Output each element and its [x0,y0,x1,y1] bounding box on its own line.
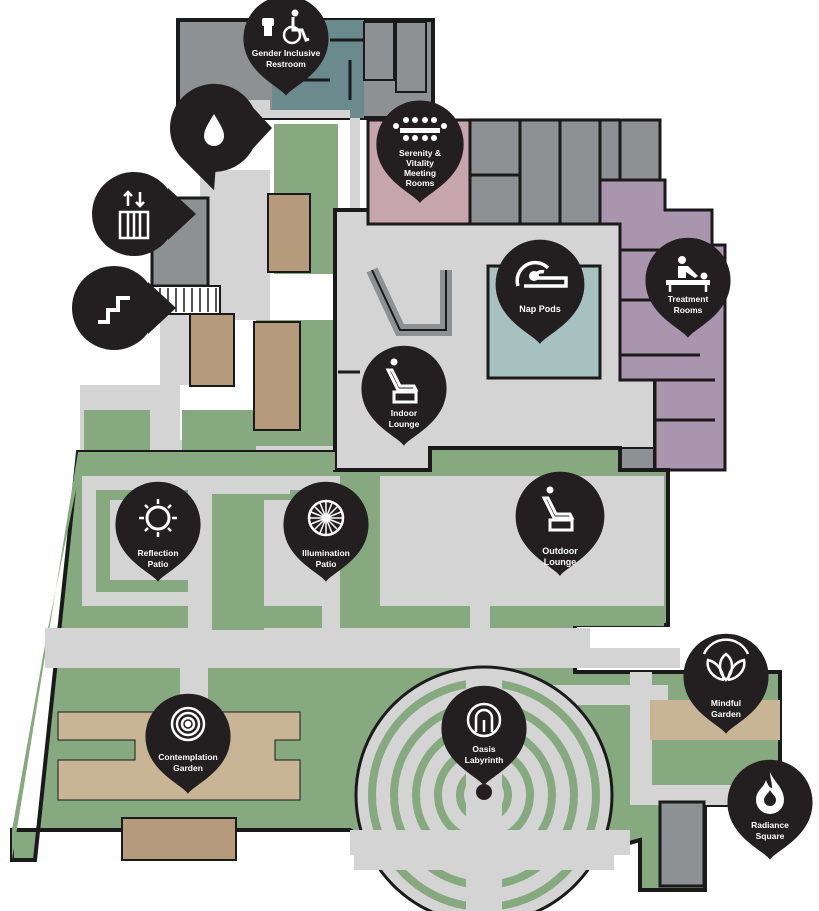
pin-label-line-2: Lounge [389,419,420,429]
pin-label-line-2: Lounge [544,557,577,567]
pin-label-line-1: Contemplation [158,752,218,762]
garden-bed [264,606,322,628]
pin-label-line-2: Garden [173,763,203,773]
garden-bed [490,606,664,626]
pin-water-station[interactable] [152,66,277,191]
pin-label-line-1: Serenity & [399,148,441,158]
radiant-sun-icon [307,499,345,537]
massage-icon [666,256,710,292]
pin-mindful-garden[interactable]: Mindful Garden [683,633,769,734]
pin-label-line-2: Patio [148,559,169,569]
pin-label-line-1: Oasis [472,744,495,754]
pin-label-line-2: Garden [711,709,741,719]
pin-label-line-1: Reflection [137,548,178,558]
meeting-table-icon [393,117,447,141]
pin-label-line-1: Indoor [391,408,418,418]
pin-radiance-square[interactable]: Radiance Square [727,759,813,860]
bench [267,193,311,273]
pin-illumination-patio[interactable]: Illumination Patio [283,481,369,582]
nap-pod-icon [515,260,568,288]
pin-indoor-lounge[interactable]: Indoor Lounge [361,345,447,446]
pin-meeting-rooms[interactable]: Serenity & Vitality Meeting Rooms [376,100,464,204]
pin-label-line-2: Rooms [674,305,703,315]
pin-stairs[interactable] [72,266,176,350]
labyrinth-icon [466,702,502,738]
garden-strip-center [182,410,256,450]
lotus-icon [702,638,750,682]
radiance-square-building [658,800,706,888]
bench [253,321,301,431]
water-drop-icon [204,114,224,146]
pin-contemplation-garden[interactable]: Contemplation Garden [145,693,231,794]
pin-label-line-3: Meeting [404,168,436,178]
pin-label-line-1: Nap Pods [519,304,561,314]
bench [121,817,237,861]
garden-bed [212,512,264,630]
pin-label-line-2: Square [756,831,785,841]
pin-treatment-rooms[interactable]: Treatment Rooms [645,237,731,338]
concentric-circles-icon [170,706,206,742]
flame-icon [756,772,784,814]
stairs-icon [98,296,130,324]
garden-strip-left [84,410,150,450]
pin-label-line-2: Patio [316,559,337,569]
pin-label-line-1: Gender Inclusive [252,48,321,58]
pin-gender-inclusive-restroom[interactable]: Gender Inclusive Restroom [243,0,329,96]
pin-label-line-2: Labyrinth [465,755,504,765]
pin-outdoor-lounge[interactable]: Outdoor Lounge [515,471,605,576]
elevator-icon [118,190,150,240]
garden-bed [430,606,470,628]
pin-elevator[interactable] [92,172,196,256]
pin-label-line-4: Rooms [406,178,435,188]
pin-label-line-1: Outdoor [542,546,578,556]
bench [189,313,235,387]
pin-nap-pods[interactable]: Nap Pods [495,239,585,344]
pin-label-line-1: Illumination [302,548,350,558]
pin-reflection-patio[interactable]: Reflection Patio [115,481,201,582]
pin-label-line-1: Radiance [751,820,789,830]
labyrinth [354,665,614,911]
pin-oasis-labyrinth[interactable]: Oasis Labyrinth [441,685,527,786]
pin-label-line-1: Mindful [711,698,741,708]
lounge-chair-icon [385,358,419,404]
pin-label-line-2: Vitality [406,158,434,168]
sun-icon [139,499,177,537]
restroom-accessible-icon [262,9,310,45]
pin-label-line-1: Treatment [668,294,709,304]
lounge-chair-icon [541,486,575,532]
pin-label-line-2: Restroom [266,59,306,69]
